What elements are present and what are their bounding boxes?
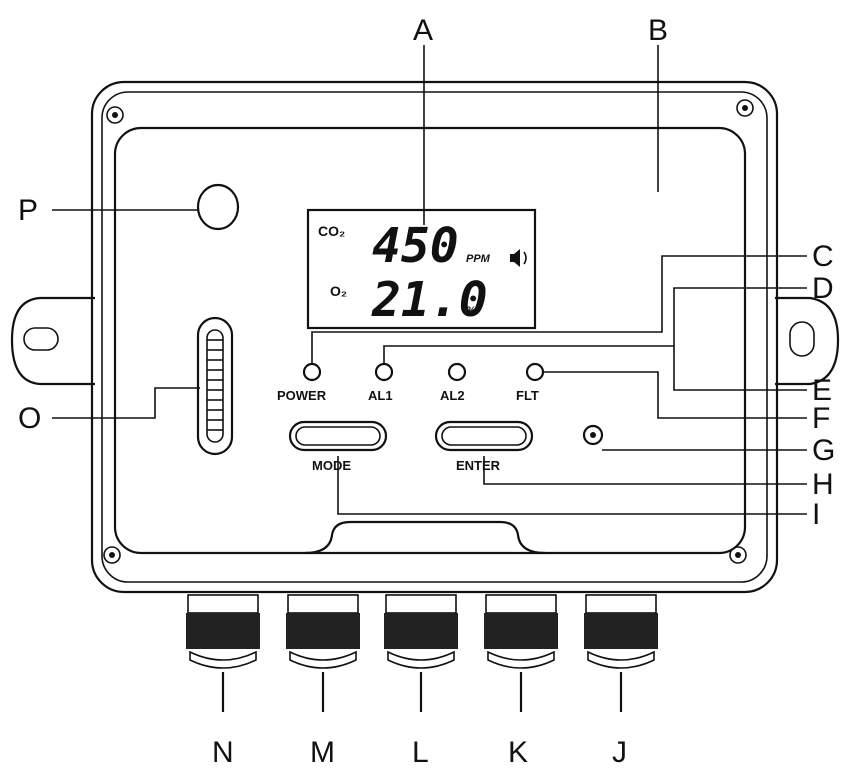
callout-n: N (212, 736, 234, 769)
callout-f: F (812, 402, 830, 435)
led-power: POWER (277, 362, 327, 403)
lcd-co2-unit: PPM (466, 253, 491, 265)
callout-j: J (612, 736, 627, 769)
callout-labels: A B C D E F G H I P O N M L K J (18, 14, 835, 769)
cable-gland (484, 594, 558, 712)
lcd-co2-value: 450 (372, 218, 459, 274)
lcd-co2-label: CO₂ (318, 223, 345, 239)
callout-i: I (812, 498, 820, 531)
sensor-port (196, 183, 240, 231)
leader-lines (52, 45, 807, 515)
callout-a: A (413, 14, 433, 47)
enter-button-label: ENTER (456, 458, 501, 473)
callout-e: E (812, 374, 832, 407)
cable-gland (384, 594, 458, 712)
led-power-label: POWER (277, 388, 327, 403)
lcd-display: CO₂ 450 PPM O₂ 21.0 % (306, 208, 537, 330)
callout-d: D (812, 272, 834, 305)
cable-gland (584, 594, 658, 712)
led-al1-label: AL1 (368, 388, 393, 403)
led-al2-label: AL2 (440, 388, 465, 403)
led-al2: AL2 (440, 362, 467, 403)
inner-bezel (101, 91, 768, 583)
left-ear-slot (23, 327, 59, 351)
callout-k: K (508, 736, 528, 769)
lcd-o2-label: O₂ (330, 283, 347, 299)
callout-c: C (812, 240, 834, 273)
led-flt-label: FLT (516, 388, 539, 403)
lcd-o2-unit: % (466, 305, 476, 317)
lcd-frame (306, 208, 537, 330)
callout-m: M (310, 736, 335, 769)
lcd-o2-value: 21.0 (371, 272, 488, 328)
callout-g: G (812, 434, 835, 467)
reset-switch-icon[interactable] (582, 424, 604, 446)
panel-bottom-notch (304, 520, 546, 555)
cable-glands (186, 594, 658, 712)
cable-gland (286, 594, 360, 712)
mode-button-label: MODE (312, 458, 351, 473)
cable-gland (186, 594, 260, 712)
callout-l: L (412, 736, 429, 769)
enter-button[interactable]: ENTER (434, 420, 534, 473)
right-ear-slot (789, 321, 815, 357)
led-flt: FLT (516, 362, 545, 403)
front-panel (113, 126, 747, 555)
callout-h: H (812, 468, 834, 501)
left-mounting-ear (10, 296, 95, 386)
right-mounting-ear (775, 296, 840, 386)
callout-p: P (18, 194, 38, 227)
speaker-icon (510, 249, 527, 267)
enclosure (10, 80, 840, 594)
vent-grille (196, 316, 234, 456)
mode-button[interactable]: MODE (288, 420, 388, 473)
outer-housing (90, 80, 779, 594)
callout-b: B (648, 14, 668, 47)
led-al1: AL1 (368, 362, 394, 403)
callout-o: O (18, 402, 41, 435)
corner-screw-icon (103, 99, 754, 564)
